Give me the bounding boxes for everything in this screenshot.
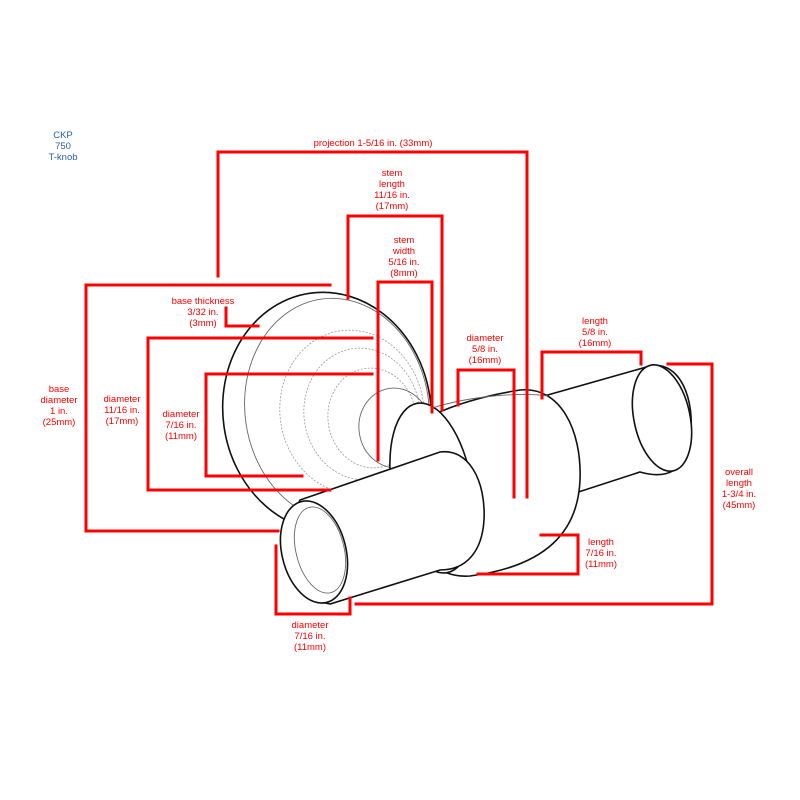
bar-left-end-cap-rim [293, 506, 347, 594]
dim-stem-diameter-inner-line [204, 372, 374, 478]
overall-length-label: overall length 1-3/4 in. (45mm) [721, 467, 757, 511]
stem-length-label: stem length 11/16 in. (17mm) [374, 168, 410, 212]
hub-seam [431, 394, 549, 409]
dim-bar-diameter-line [274, 544, 352, 616]
bar-diameter-label: diameter 7/16 in. (11mm) [291, 620, 329, 653]
dim-stem-width-line [376, 280, 434, 462]
dim-hub-diameter-line [456, 368, 516, 499]
dim-projection-line [216, 150, 529, 499]
dim-base-thickness-line [224, 306, 260, 328]
product-label: CKP 750 T-knob [40, 130, 86, 163]
hub-diameter-label: diameter 5/8 in. (16mm) [466, 333, 504, 366]
dim-end-length-line [540, 350, 643, 400]
base-thickness-label: base thickness 3/32 in. (3mm) [171, 296, 235, 329]
bar-left-end-cap [279, 500, 349, 604]
dimension-lines [84, 150, 714, 616]
dim-stem-diameter-outer-line [146, 336, 374, 492]
dim-stem-length-line [346, 214, 444, 412]
bar-right-end-cap [631, 364, 693, 472]
stem-width-label: stem width 5/16 in. (8mm) [388, 235, 420, 279]
t-knob-outline [221, 291, 693, 605]
product-code: CKP [53, 130, 73, 141]
stem-diameter-outer-label: diameter 11/16 in. (17mm) [103, 394, 141, 427]
projection-label: projection 1-5/16 in. (33mm) [313, 138, 433, 149]
base-diameter-label: base diameter 1 in. (25mm) [40, 384, 78, 428]
product-type: T-knob [48, 152, 78, 163]
product-number: 750 [55, 141, 71, 152]
dim-base-top-line [84, 283, 332, 533]
dim-hub-length-line [476, 533, 580, 576]
end-length-label: length 5/8 in. (16mm) [578, 316, 612, 349]
dim-overall-length-line [354, 362, 714, 606]
stem-diameter-inner-label: diameter 7/16 in. (11mm) [162, 409, 200, 442]
hub-length-label: length 7/16 in. (11mm) [584, 537, 618, 570]
